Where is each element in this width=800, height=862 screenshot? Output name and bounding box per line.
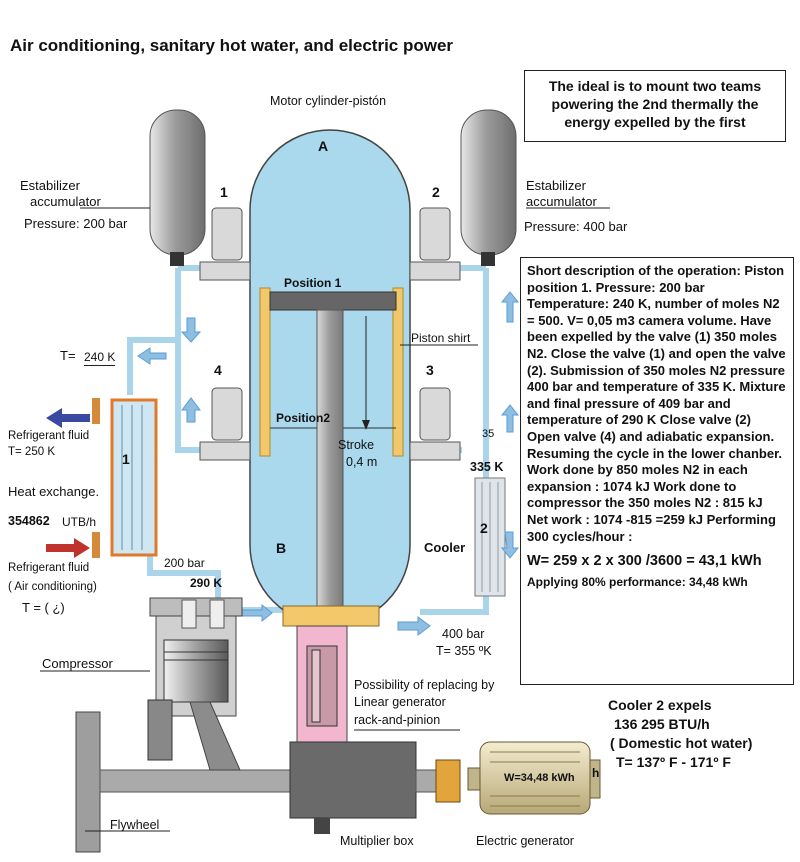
description-body: Short description of the operation: Pist… xyxy=(527,263,786,544)
arrow-down-icon xyxy=(500,531,520,559)
replace-line-3: rack-and-pinion xyxy=(354,713,441,727)
generator-h-suffix: h xyxy=(592,766,600,780)
page-title: Air conditioning, sanitary hot water, an… xyxy=(10,36,454,55)
valve-4-label: 4 xyxy=(214,362,222,378)
temp-290: 290 K xyxy=(190,576,223,590)
left-accumulator-label-2: accumulator xyxy=(30,194,101,209)
cooler-number: 2 xyxy=(480,520,488,536)
right-accumulator-label-1: Estabilizer xyxy=(526,178,586,193)
heat-exchanger-label: Heat exchange. xyxy=(8,484,100,499)
valve-3-label: 3 xyxy=(426,362,434,378)
refrigerant-bottom-2: ( Air conditioning) xyxy=(8,581,97,593)
arrow-up-icon xyxy=(181,397,201,423)
electric-generator xyxy=(467,741,601,815)
heat-unit: UTB/h xyxy=(62,515,97,529)
linear-generator-rack xyxy=(296,625,348,745)
temp-335: 335 K xyxy=(470,460,504,474)
cooler2-line-4: T= 137º F - 171º F xyxy=(616,754,731,770)
compressor-label: Compressor xyxy=(42,656,113,671)
refrigerant-arrows xyxy=(46,408,90,558)
multiplier-box xyxy=(289,741,461,834)
multiplier-label: Multiplier box xyxy=(340,834,414,848)
arrow-up-icon xyxy=(500,291,520,323)
compressor xyxy=(147,597,243,761)
chamber-a-label: A xyxy=(318,138,329,154)
flow-arrows xyxy=(137,291,520,636)
arrow-up-icon xyxy=(500,404,520,433)
stroke-label: Stroke xyxy=(338,438,375,452)
arrow-right-icon xyxy=(239,603,273,623)
ideal-note: The ideal is to mount two teams powering… xyxy=(524,70,786,142)
description-result: W= 259 x 2 x 300 /3600 = 43,1 kWh xyxy=(527,553,762,570)
cylinder-label: Motor cylinder-pistón xyxy=(270,94,387,108)
position1-label: Position 1 xyxy=(284,276,342,290)
generator-w-label: W=34,48 kWh xyxy=(504,772,575,784)
description-performance: Applying 80% performance: 34,48 kWh xyxy=(527,574,748,589)
arrow-right-icon xyxy=(397,616,431,636)
left-accumulator-label-1: Estabilizer xyxy=(20,178,80,193)
left-accumulator-pressure: Pressure: 200 bar xyxy=(24,216,128,231)
refrigerant-top-1: Refrigerant fluid xyxy=(8,430,90,442)
cooler2-line-1: Cooler 2 expels xyxy=(608,697,712,713)
valve-icon xyxy=(199,207,461,461)
pressure-200: 200 bar xyxy=(164,556,205,570)
cooler2-line-3: ( Domestic hot water) xyxy=(610,735,753,751)
temp-355: T= 355 ºK xyxy=(436,644,492,658)
right-accumulator-label-2: accumulator xyxy=(526,194,597,209)
cooler-label: Cooler xyxy=(424,540,466,555)
electric-generator-label: Electric generator xyxy=(476,834,574,848)
stroke-value: 0,4 m xyxy=(346,455,378,469)
flywheel-label: Flywheel xyxy=(110,818,160,832)
right-accumulator-pressure: Pressure: 400 bar xyxy=(524,219,628,234)
motor-cylinder xyxy=(249,129,411,627)
refrigerant-top-2: T= 250 K xyxy=(8,446,55,458)
pressure-400: 400 bar xyxy=(442,627,485,641)
cooler2-line-2: 136 295 BTU/h xyxy=(614,716,710,732)
heat-exchanger-1 xyxy=(92,398,158,558)
piston-shirt-label: Piston shirt xyxy=(411,331,471,345)
refrigerant-bottom-3: T = ( ¿) xyxy=(22,600,65,615)
temp-out-prefix: T= xyxy=(60,348,76,363)
replace-line-2: Linear generator xyxy=(354,695,446,709)
right-accumulator xyxy=(460,109,517,266)
refrigerant-bottom-1: Refrigerant fluid xyxy=(8,562,90,574)
position2-label: Position2 xyxy=(276,411,331,425)
temp-out-value: 240 K xyxy=(84,350,116,366)
valve-2-label: 2 xyxy=(432,184,440,200)
left-accumulator xyxy=(149,109,206,266)
cooler-2 xyxy=(474,477,506,597)
replace-line-1: Possibility of replacing by xyxy=(354,678,495,692)
arrow-left-icon xyxy=(137,347,167,365)
exchanger-number: 1 xyxy=(122,451,130,467)
operation-description: Short description of the operation: Pist… xyxy=(520,257,794,685)
partial-35: 35 xyxy=(482,428,495,440)
valve-1-label: 1 xyxy=(220,184,228,200)
heat-value: 354862 xyxy=(8,514,50,528)
flywheel xyxy=(75,701,291,853)
chamber-b-label: B xyxy=(276,540,287,556)
arrow-down-icon xyxy=(180,317,202,343)
